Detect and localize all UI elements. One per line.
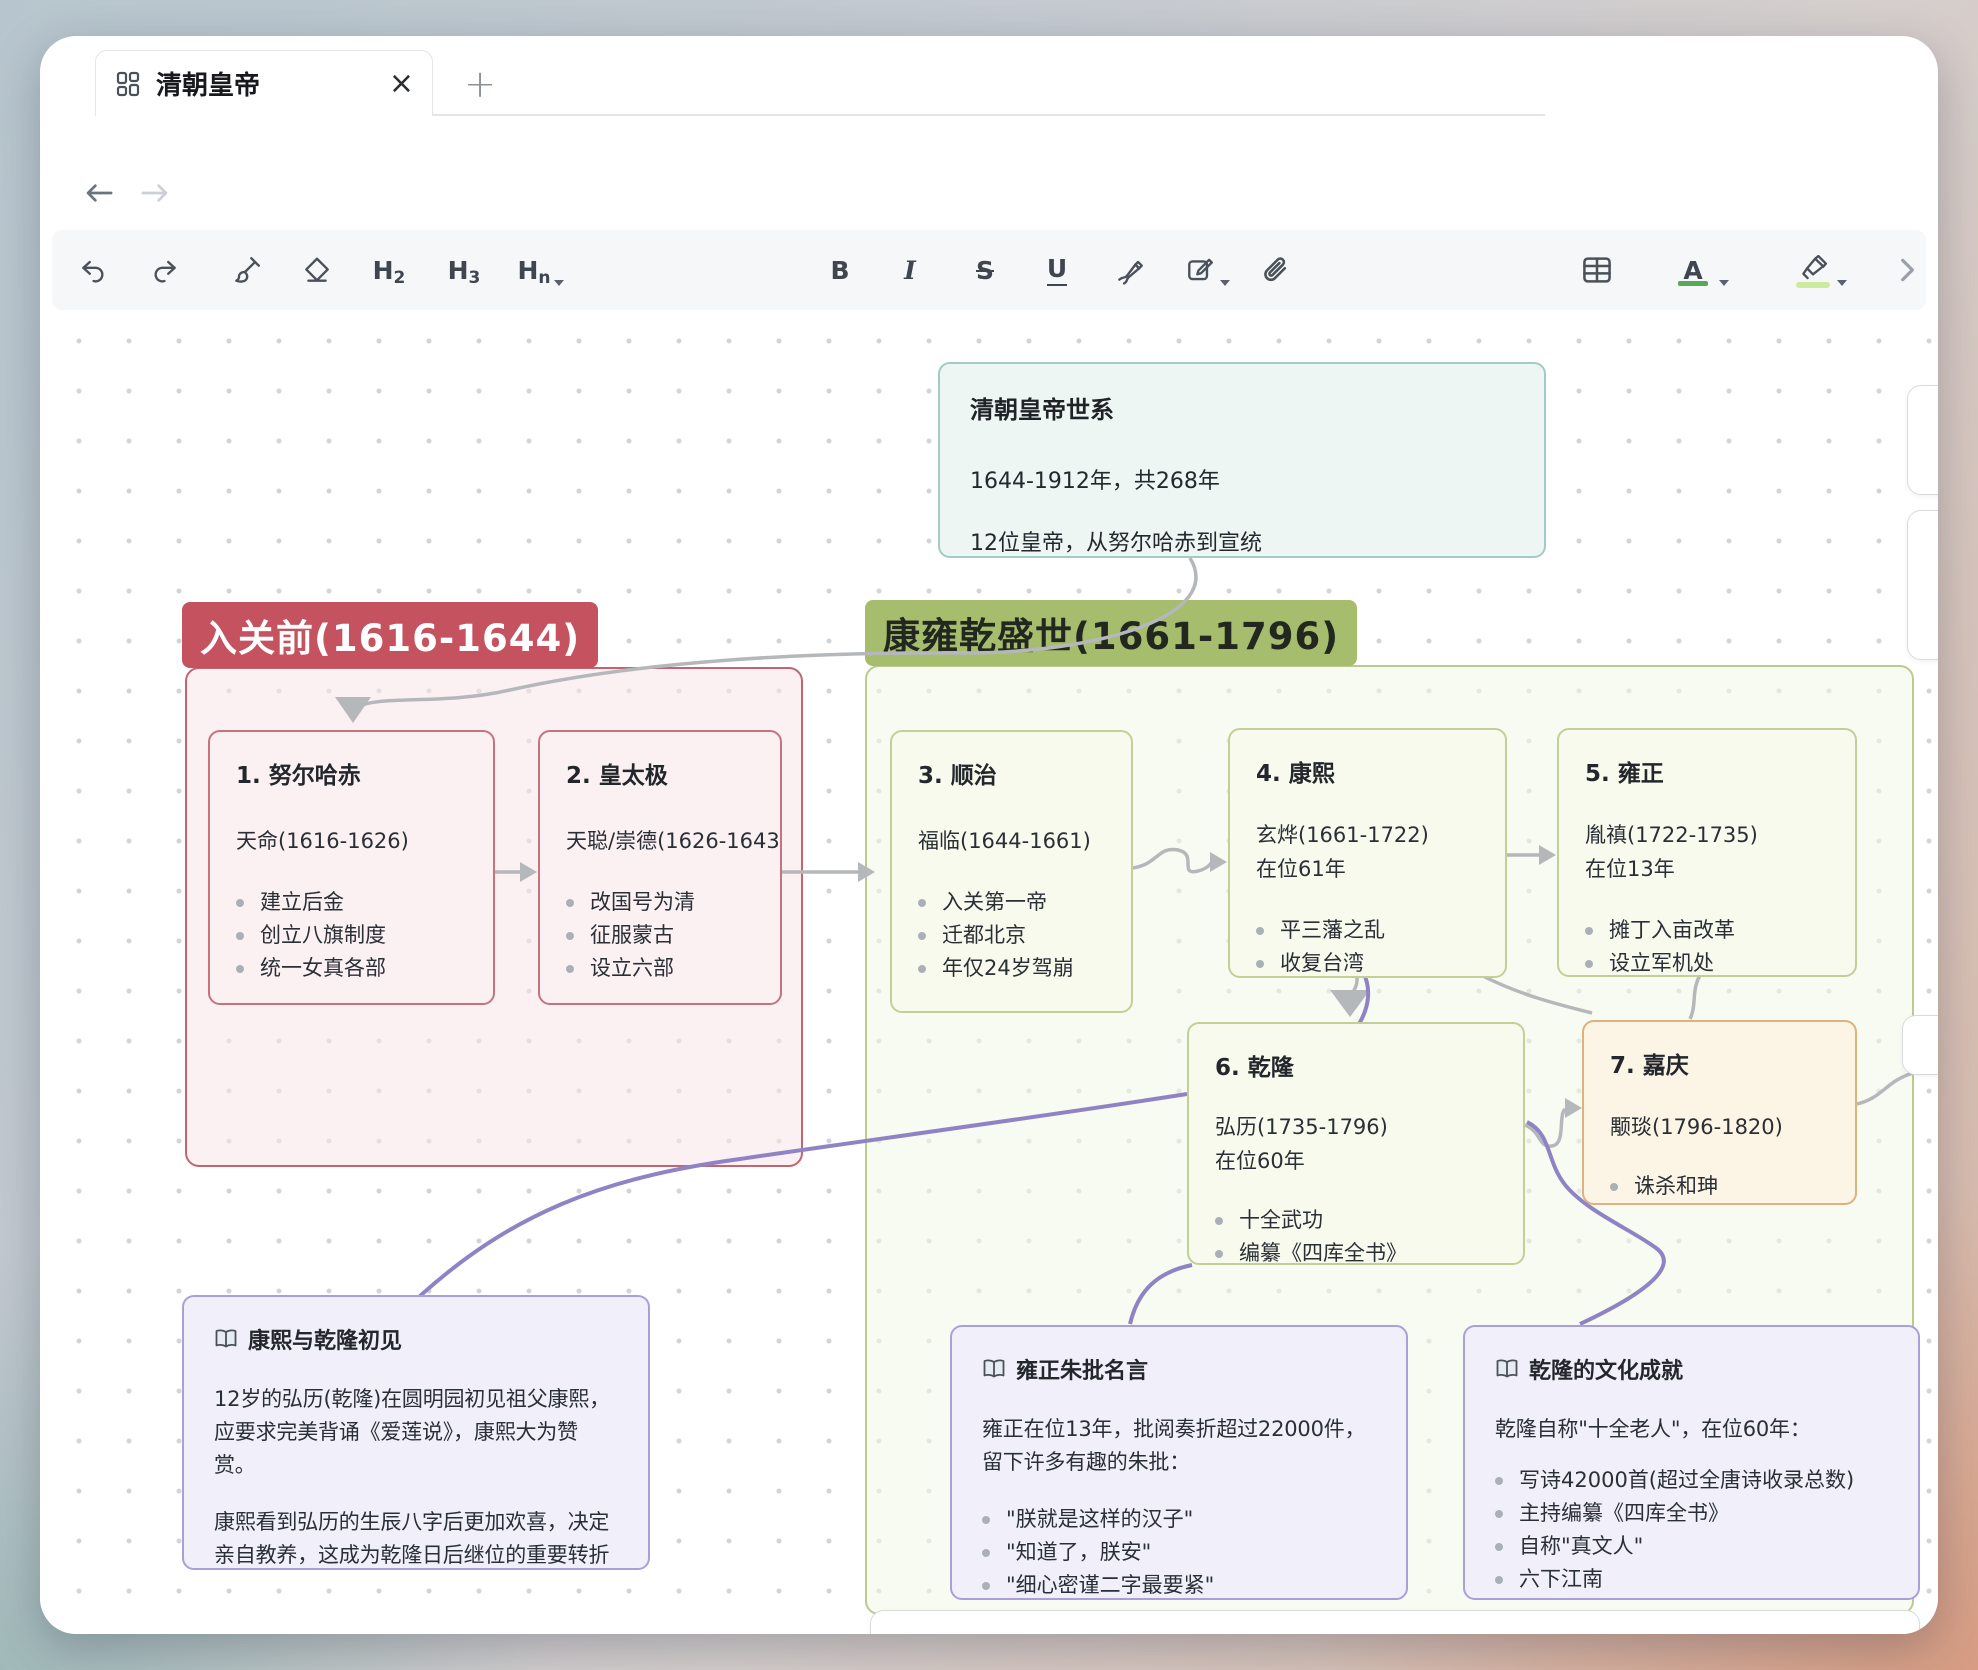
card-emperor-qianlong[interactable]: 6. 乾隆 弘历(1735-1796) 在位60年 十全武功 编纂《四库全书》	[1187, 1022, 1525, 1265]
card-line: 1644-1912年，共268年	[970, 469, 1220, 494]
clipped-card[interactable]	[1907, 510, 1938, 660]
note-yongzheng-comments[interactable]: 雍正朱批名言 雍正在位13年，批阅奏折超过22000件，留下许多有趣的朱批： "…	[950, 1325, 1408, 1600]
redo-icon[interactable]	[143, 248, 187, 292]
tab-title: 清朝皇帝	[156, 71, 261, 101]
card-emperor-hongtaiji[interactable]: 2. 皇太极 天聪/崇德(1626-1643) 改国号为清 征服蒙古 设立六部	[538, 730, 782, 1005]
card-emperor-shunzhi[interactable]: 3. 顺治 福临(1644-1661) 入关第一帝 迁都北京 年仅24岁驾崩	[890, 730, 1133, 1013]
eraser-icon[interactable]	[295, 248, 339, 292]
clipped-card[interactable]	[1907, 385, 1938, 495]
back-arrow-icon[interactable]	[82, 176, 116, 210]
edit-note-icon[interactable]	[1178, 248, 1230, 292]
note-kangxi-meets-qianlong[interactable]: 康熙与乾隆初见 12岁的弘历(乾隆)在圆明园初见祖父康熙，应要求完美背诵《爱莲说…	[182, 1295, 650, 1570]
card-title: 清朝皇帝世系	[970, 396, 1114, 424]
card-emperor-yongzheng[interactable]: 5. 雍正 胤禛(1722-1735) 在位13年 摊丁入亩改革 设立军机处	[1557, 728, 1857, 977]
clipped-card[interactable]	[1902, 1015, 1938, 1075]
section-label-pre-conquest[interactable]: 入关前(1616-1644)	[182, 602, 599, 668]
chevron-down-icon	[1220, 280, 1230, 286]
forward-arrow-icon[interactable]	[138, 176, 172, 210]
note-qianlong-culture[interactable]: 乾隆的文化成就 乾隆自称"十全老人"，在位60年： 写诗42000首(超过全唐诗…	[1463, 1325, 1920, 1600]
table-icon[interactable]	[1575, 248, 1619, 292]
tabbar-divider	[433, 114, 1545, 116]
book-icon	[1495, 1357, 1519, 1381]
book-icon	[214, 1327, 238, 1351]
attachment-paperclip-icon[interactable]	[1253, 248, 1297, 292]
strikethrough-button[interactable]: S	[975, 255, 994, 285]
font-color-button[interactable]: A	[1671, 248, 1729, 292]
tab-close-icon[interactable]: ×	[388, 65, 414, 101]
highlighter-pen-icon[interactable]	[1108, 248, 1152, 292]
tab-qing-emperors[interactable]: 清朝皇帝 ×	[95, 50, 433, 116]
format-painter-icon[interactable]	[225, 248, 269, 292]
card-line: 12位皇帝，从努尔哈赤到宣统	[970, 531, 1262, 556]
card-emperor-nurhaci[interactable]: 1. 努尔哈赤 天命(1616-1626) 建立后金 创立八旗制度 统一女真各部	[208, 730, 495, 1005]
chevron-down-icon	[1719, 280, 1729, 286]
undo-icon[interactable]	[71, 248, 115, 292]
font-color-swatch	[1678, 281, 1708, 286]
card-emperor-kangxi[interactable]: 4. 康熙 玄烨(1661-1722) 在位61年 平三藩之乱 收复台湾	[1228, 728, 1507, 978]
app-window: 清朝皇帝 × +	[40, 36, 1938, 1634]
chevron-down-icon	[554, 280, 564, 286]
underline-button[interactable]: U	[1035, 248, 1079, 292]
book-icon	[982, 1357, 1006, 1381]
toolbar-more-chevron-icon[interactable]	[1885, 248, 1929, 292]
new-tab-button[interactable]: +	[464, 62, 496, 106]
card-dynasty-overview[interactable]: 清朝皇帝世系 1644-1912年，共268年 12位皇帝，从努尔哈赤到宣统	[938, 362, 1546, 558]
board-grid-icon	[114, 70, 142, 98]
section-label-golden-age[interactable]: 康雍乾盛世(1661-1796)	[865, 600, 1358, 666]
italic-button[interactable]: I	[904, 255, 916, 285]
card-emperor-jiaqing[interactable]: 7. 嘉庆 颙琰(1796-1820) 诛杀和珅 镇压白莲教	[1582, 1020, 1857, 1205]
highlight-color-button[interactable]	[1791, 248, 1847, 292]
whiteboard-canvas[interactable]: 入关前(1616-1644) 康雍乾盛世(1661-1796) 清朝皇帝世系 1…	[40, 310, 1938, 1634]
chevron-down-icon	[1837, 280, 1847, 286]
clipped-card[interactable]	[870, 1610, 1920, 1634]
bold-button[interactable]: B	[830, 255, 850, 285]
highlight-color-swatch	[1796, 282, 1830, 288]
